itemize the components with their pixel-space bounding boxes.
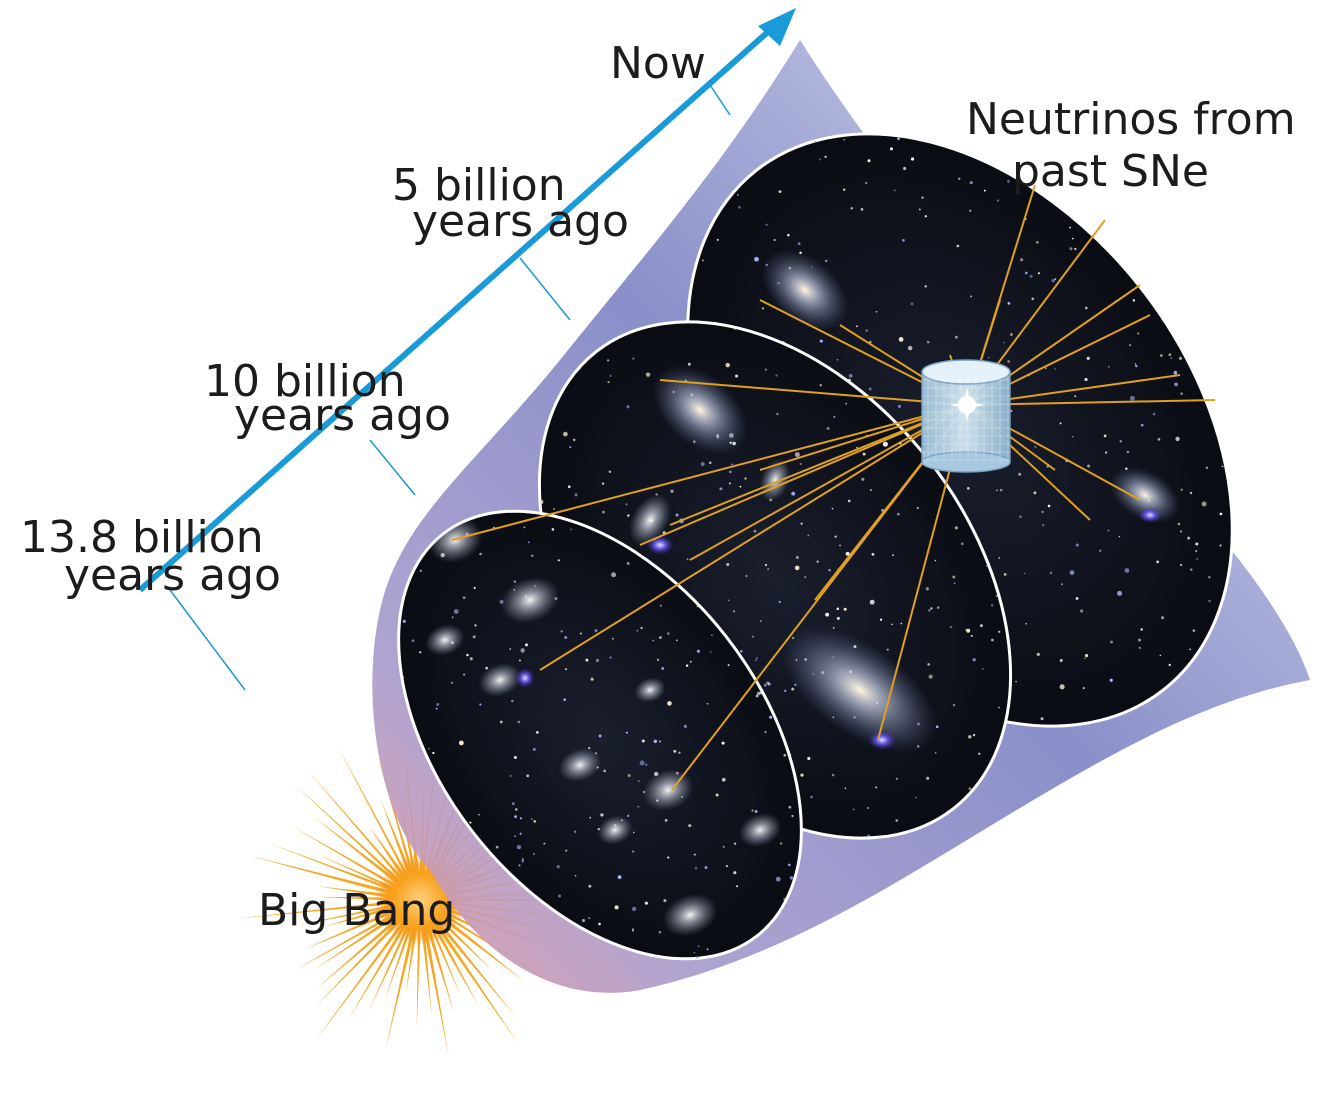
tick-10-billion	[369, 439, 416, 496]
label-10-billion-line2: years ago	[234, 390, 451, 441]
tick-13-8-billion	[169, 589, 246, 691]
label-13-8-billion-line1: 13.8 billion	[20, 512, 264, 563]
label-13-8-billion-line2: years ago	[64, 550, 281, 601]
label-5-billion-line1: 5 billion	[392, 160, 566, 211]
label-10-billion-line1: 10 billion	[204, 356, 406, 407]
label-big-bang: Big Bang	[258, 885, 455, 936]
time-arrow	[138, 8, 796, 691]
label-neutrinos-line2: past SNe	[1012, 146, 1209, 197]
universe-slice-10-billion	[366, 493, 841, 976]
tick-5-billion	[519, 257, 571, 321]
label-5-billion-line2: years ago	[412, 196, 629, 247]
label-now: Now	[610, 38, 706, 89]
supernova-flash-icon	[950, 388, 984, 422]
label-neutrinos-line1: Neutrinos from	[966, 94, 1296, 145]
tick-now	[709, 84, 731, 116]
neutrino-detector	[921, 359, 1011, 473]
